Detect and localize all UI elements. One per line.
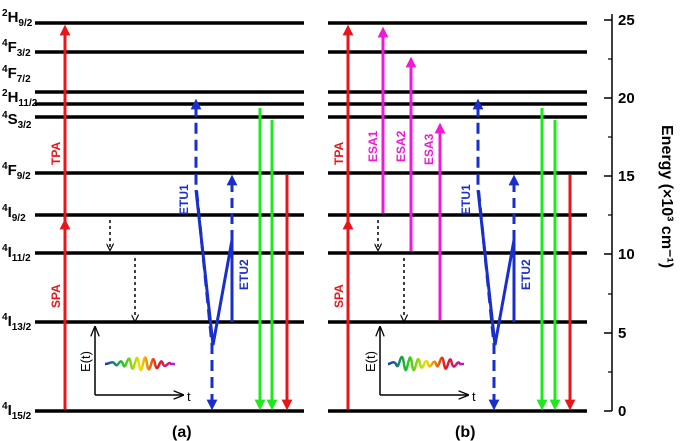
spa-label: SPA — [332, 284, 346, 308]
panel-b-transitions: TPA SPA ESA1 ESA2 ESA3 ETU1 ETU2 E(t) t — [332, 24, 576, 411]
level-label-4I9/2: 4I9/2 — [2, 203, 26, 224]
inset-y-label: E(t) — [363, 351, 378, 372]
level-label-2H9/2: 2H9/2 — [2, 8, 33, 29]
esa1-label: ESA1 — [366, 130, 380, 162]
etu2-label: ETU2 — [519, 259, 533, 290]
energy-axis-title: Energy (×10³ cm⁻¹) — [658, 125, 675, 268]
level-label-4I13/2: 4I13/2 — [2, 312, 32, 333]
axis-tick-label: 5 — [618, 325, 626, 342]
axis-tick-label: 20 — [618, 90, 635, 107]
pulse-waveform — [104, 356, 175, 372]
etu2-arrow — [476, 189, 516, 346]
level-label-4F3/2: 4F3/2 — [2, 38, 31, 59]
level-label-4I15/2: 4I15/2 — [2, 401, 32, 422]
etu2-arrow — [194, 189, 234, 346]
inset-x-label: t — [472, 389, 476, 404]
axis-tick-label: 15 — [618, 168, 635, 185]
panel-a-levels — [35, 21, 304, 413]
level-labels: 4I15/2 4I13/2 4I11/2 4I9/2 4F9/2 4S3/2 2… — [2, 8, 38, 422]
energy-axis: 0 5 10 15 20 25 Energy (×10³ cm⁻¹) — [604, 12, 675, 420]
tpa-label: TPA — [49, 142, 63, 165]
panel-a-label: (a) — [172, 424, 192, 441]
esa2-label: ESA2 — [394, 130, 408, 162]
inset-y-label: E(t) — [78, 351, 93, 372]
level-label-4I11/2: 4I11/2 — [2, 243, 31, 264]
level-label-2H11/2: 2H11/2 — [2, 88, 38, 109]
pulse-inset: E(t) t — [78, 328, 191, 404]
axis-tick-label: 0 — [618, 403, 626, 420]
axis-tick-label: 25 — [618, 12, 635, 29]
pulse-inset: E(t) t — [363, 328, 476, 404]
pulse-waveform — [387, 355, 464, 372]
panel-a-transitions: TPA SPA ETU1 ETU2 E(t) t — [49, 24, 293, 411]
etu2-label: ETU2 — [237, 259, 251, 290]
level-label-4F7/2: 4F7/2 — [2, 64, 31, 85]
panel-b-label: (b) — [455, 424, 475, 441]
etu1-label: ETU1 — [459, 184, 473, 215]
spa-label: SPA — [49, 284, 63, 308]
etu1-label: ETU1 — [177, 184, 191, 215]
axis-tick-label: 10 — [618, 246, 635, 263]
level-label-4F9/2: 4F9/2 — [2, 161, 31, 182]
panel-b-levels — [328, 21, 587, 413]
level-label-4S3/2: 4S3/2 — [2, 110, 32, 131]
tpa-label: TPA — [332, 142, 346, 165]
inset-x-label: t — [187, 389, 191, 404]
esa3-label: ESA3 — [422, 133, 436, 165]
